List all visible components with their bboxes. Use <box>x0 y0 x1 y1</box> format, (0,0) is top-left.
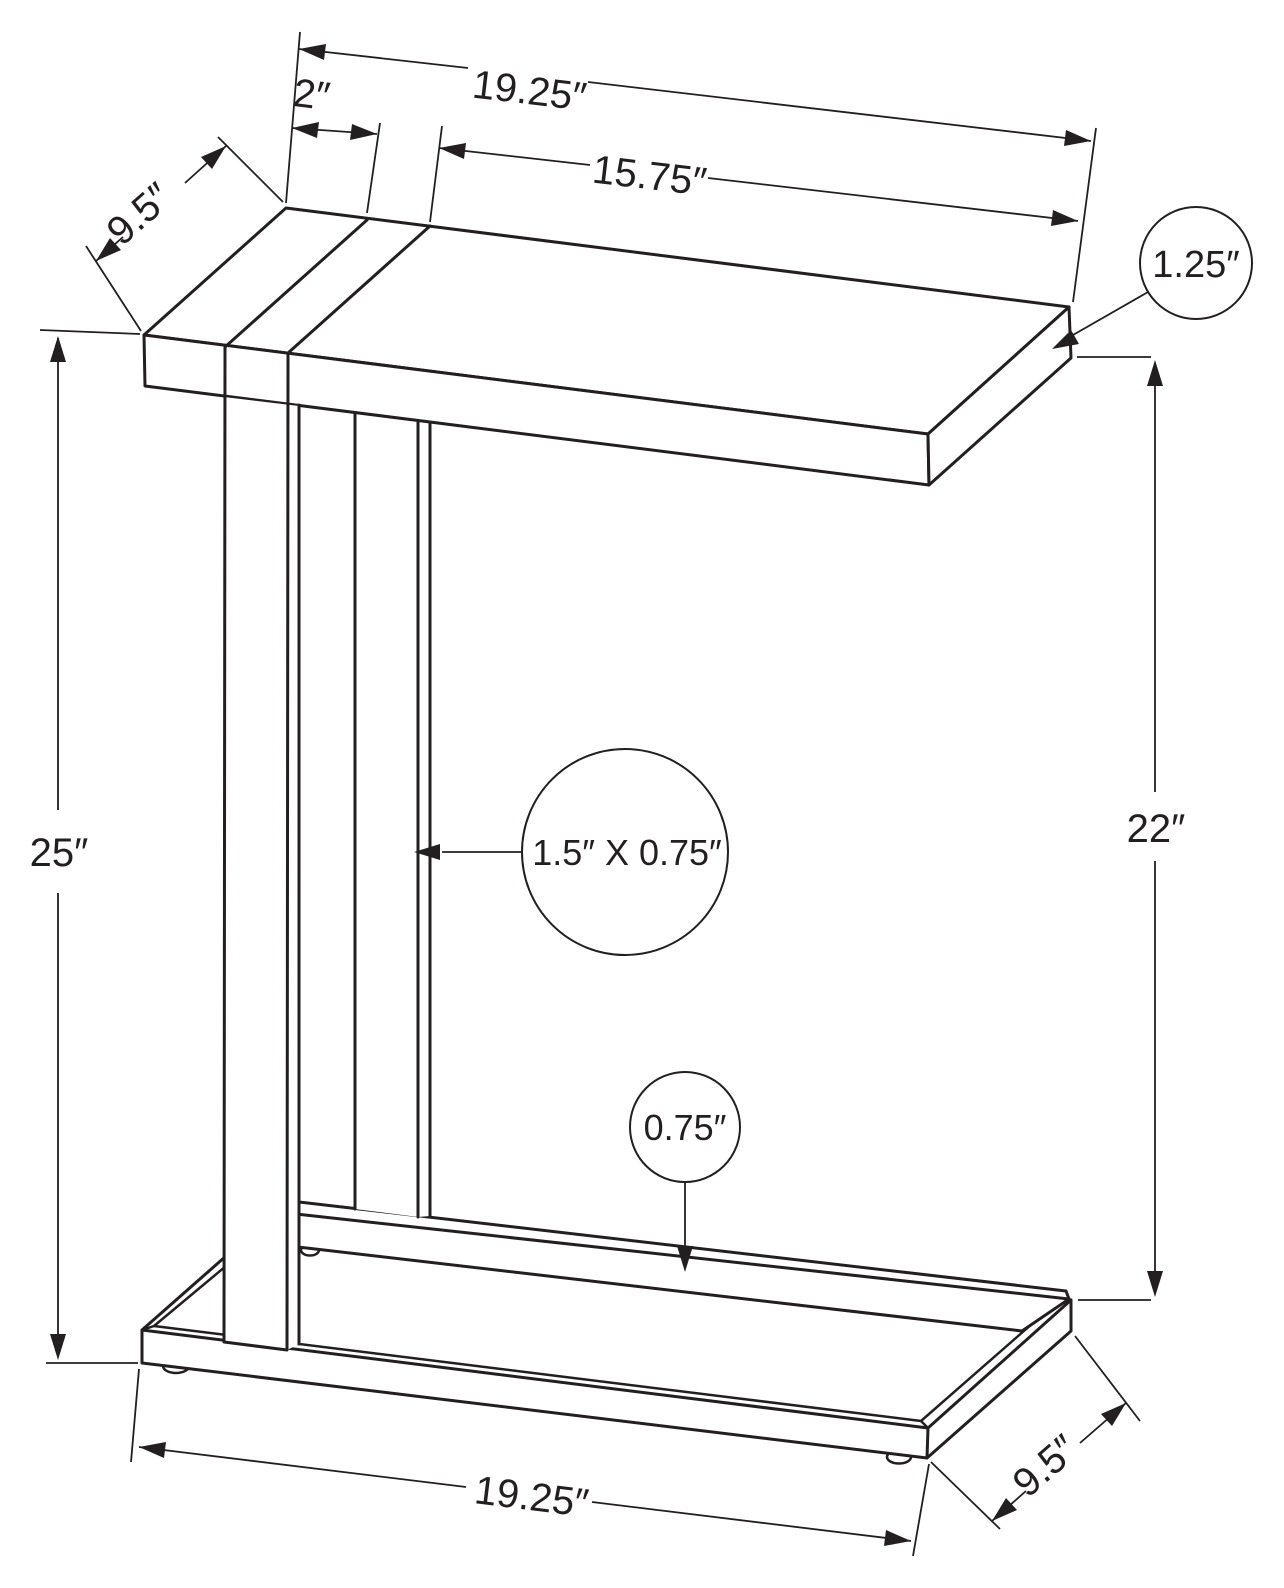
arrowhead <box>96 238 121 261</box>
arrowhead <box>1101 1403 1126 1426</box>
leader-line <box>1072 291 1149 336</box>
callout-base-thickness: 0.75″ <box>629 1071 741 1272</box>
dimension-line <box>298 48 1092 142</box>
rear-slat-face <box>355 413 430 1217</box>
arrowhead <box>884 1530 911 1546</box>
rear-leg-slat <box>353 411 432 1219</box>
arrowhead <box>299 44 326 60</box>
extension-line <box>366 122 381 214</box>
dimension-line <box>438 147 1079 222</box>
arrowhead <box>1064 130 1091 146</box>
callout-label-base-thickness: 0.75″ <box>644 1107 727 1148</box>
dim-label-base-length: 19.25″ <box>472 1468 591 1526</box>
top-notch-lines <box>223 218 432 355</box>
dim-label-clear-span: 15.75″ <box>590 148 709 205</box>
arrowhead <box>1051 210 1078 226</box>
rear-slat-edges <box>353 411 432 1219</box>
table-top <box>142 206 1073 487</box>
base-right-face <box>927 1300 1071 1458</box>
dim-label-total-height: 25″ <box>30 831 89 875</box>
dim-top-leg-offset: 2″ <box>291 71 381 214</box>
dim-top-clear-span: 15.75″ <box>429 125 1079 226</box>
callout-label-leg-profile: 1.5″ X 0.75″ <box>532 832 722 873</box>
callout-top-thickness: 1.25″ <box>1052 206 1253 349</box>
front-slat-face <box>224 397 299 1350</box>
dimension-line <box>138 1446 912 1542</box>
rail-front-face <box>296 1214 1069 1331</box>
dim-total-height: 25″ <box>30 329 141 1364</box>
extension-lines <box>1077 356 1151 1301</box>
arrowhead <box>1147 1271 1163 1297</box>
extension-lines <box>85 136 284 332</box>
extension-lines <box>130 1368 930 1557</box>
extension-lines <box>930 1335 1141 1530</box>
arrowhead <box>139 1442 166 1458</box>
dim-label-base-depth: 9.5″ <box>1005 1427 1087 1506</box>
arrowhead <box>50 336 66 362</box>
callout-label-top-thickness: 1.25″ <box>1152 244 1239 286</box>
arrowhead <box>201 146 226 169</box>
front-leg-slat <box>222 345 301 1352</box>
arrowhead <box>350 124 377 140</box>
arrowhead <box>992 1498 1017 1521</box>
base-front-face <box>142 1330 928 1458</box>
extension-lines <box>285 31 1097 303</box>
dim-clearance-height: 22″ <box>1077 356 1186 1301</box>
base-top-face <box>142 1205 1071 1428</box>
arrowhead <box>439 143 466 159</box>
front-slat-edges <box>222 345 301 1352</box>
arrowhead <box>1147 360 1163 386</box>
arrowhead <box>292 122 319 138</box>
top-right-face <box>926 305 1073 487</box>
dim-label-clearance-height: 22″ <box>1127 807 1186 851</box>
callout-leg-profile: 1.5″ X 0.75″ <box>414 748 729 956</box>
arrowhead <box>50 1334 66 1360</box>
callout-circle <box>1139 206 1253 320</box>
extension-line <box>429 125 443 223</box>
base-platform <box>140 1203 1073 1460</box>
dim-label-leg-offset: 2″ <box>291 71 332 119</box>
arrowhead <box>414 844 440 860</box>
arrowhead <box>1052 330 1079 349</box>
arrowhead <box>677 1246 693 1272</box>
extension-lines <box>39 329 141 1364</box>
dim-label-top-length: 19.25″ <box>470 63 589 120</box>
